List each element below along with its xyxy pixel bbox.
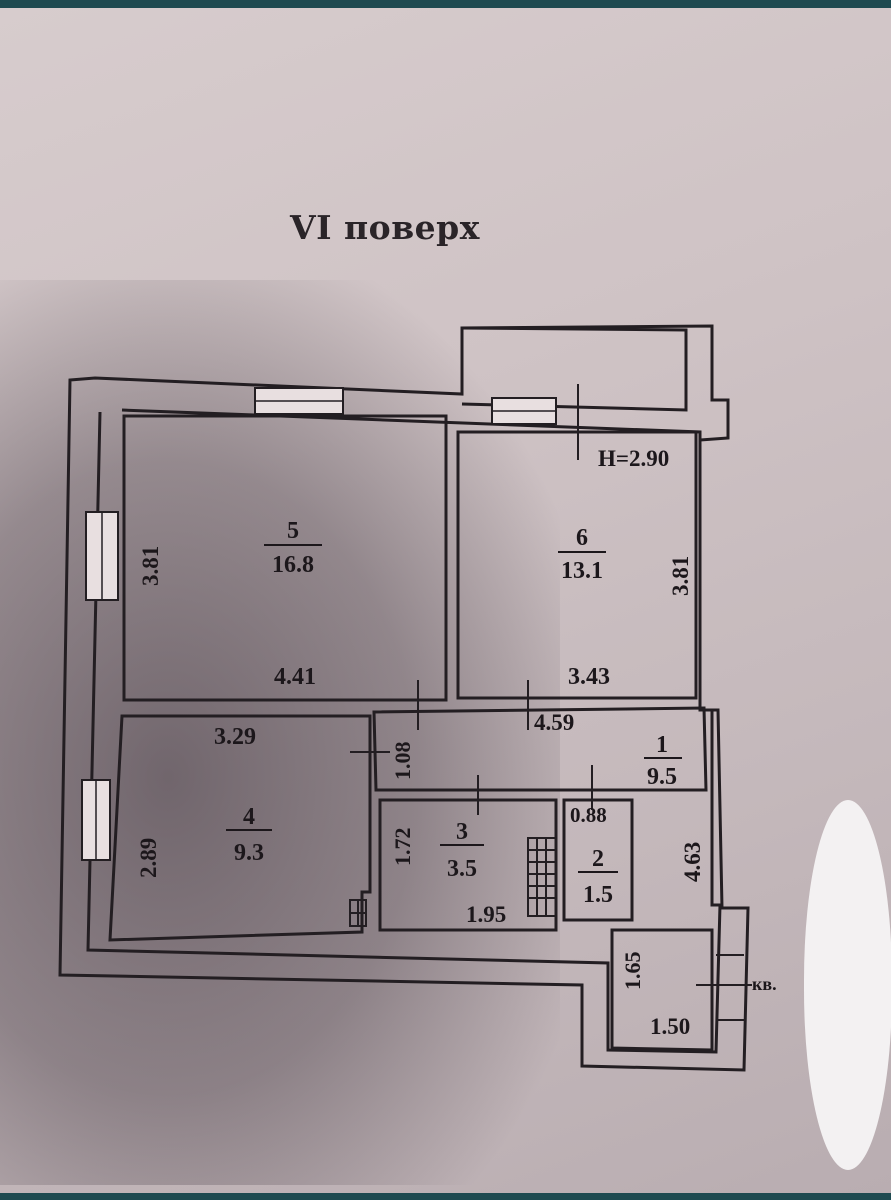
dim-r5-height: 3.81 [138,546,163,586]
room-2-number: 2 [592,846,604,872]
room-5-area: 16.8 [272,552,314,578]
entrance-label: кв. [752,974,777,994]
dim-r2-width: 0.88 [570,803,607,827]
floor-title: VI поверх [290,208,480,247]
room-4-number: 4 [243,804,255,830]
balcony [461,326,688,412]
dim-r6-width: 3.43 [568,664,610,690]
dim-r4-height: 2.89 [136,838,161,878]
corridor-outline [372,706,708,792]
ceiling-height: H=2.90 [598,446,669,471]
room-2-outline [562,798,634,922]
room-1-number: 1 [656,732,668,758]
room-6-number: 6 [576,525,588,551]
room-6-area: 13.1 [561,558,603,584]
inner-wall [86,408,722,1054]
dim-r6-height: 3.81 [668,556,693,596]
room-4-area: 9.3 [234,840,264,866]
room-5-number: 5 [287,518,299,544]
dim-corridor-width: 4.59 [534,710,574,735]
room-3-area: 3.5 [447,856,477,882]
vent-icon [349,899,367,927]
dim-r3-height: 1.72 [390,828,415,867]
entry-outline [610,928,714,1052]
room-5-outline [122,414,448,702]
dim-r3-width: 1.95 [466,902,506,927]
dim-entry-height: 1.65 [620,952,645,991]
stove-icon [527,837,557,917]
dim-r4-width: 3.29 [214,724,256,750]
room-4-outline [108,714,372,942]
room-2-area: 1.5 [583,882,613,908]
dim-r5-width: 4.41 [274,664,316,690]
dim-entry-width: 1.50 [650,1014,690,1039]
redaction-blob [804,800,891,1170]
dim-corridor-height: 1.08 [390,742,415,781]
dim-hall-height: 4.63 [680,842,705,882]
room-3-number: 3 [456,819,468,845]
room-1-area: 9.5 [647,764,677,790]
